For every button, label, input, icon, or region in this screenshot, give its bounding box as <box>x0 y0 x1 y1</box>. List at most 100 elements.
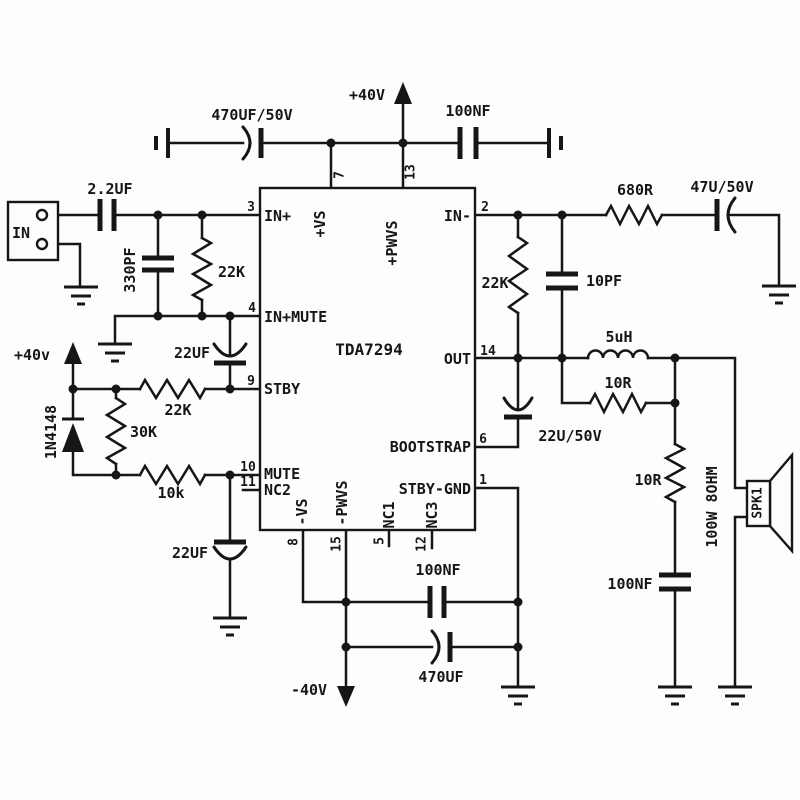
pin-number-9: 9 <box>247 374 255 389</box>
ground-icon <box>213 616 247 637</box>
pin-number-3: 3 <box>247 200 255 215</box>
pin-number-13: 13 <box>404 164 419 180</box>
ground-icon <box>658 685 692 706</box>
cap-100nf-bottom <box>427 586 447 618</box>
pin-number-15: 15 <box>330 536 345 552</box>
resistor-stby-22k <box>138 377 207 401</box>
cap-2-2uf <box>97 199 117 231</box>
pin-name-vs-pos: +VS <box>311 210 329 237</box>
label-r-div: 30K <box>130 423 157 441</box>
pin-number-6: 6 <box>479 432 487 447</box>
input-terminal-top <box>35 208 49 222</box>
speaker-cone-icon <box>768 451 794 555</box>
polarized-capacitors <box>212 125 737 665</box>
input-connector-label: IN <box>12 224 30 242</box>
ground-icon <box>762 284 796 305</box>
pin-name-bootstrap: BOOTSTRAP <box>390 438 471 456</box>
resistor-feedback-22k <box>506 235 530 315</box>
pin-name-vs-neg: -VS <box>293 498 311 525</box>
ground-symbols <box>64 284 796 706</box>
label-r-out1: 10R <box>604 374 632 392</box>
cap-330pf <box>142 255 174 273</box>
pin-name-stby-gnd: STBY-GND <box>399 480 471 498</box>
component-labels: 470UF/50V 100NF 2.2UF 330PF 22K 680R 47U… <box>42 102 754 686</box>
pin-number-8: 8 <box>287 538 302 546</box>
power-labels: +40V +40v -40V <box>14 86 385 699</box>
label-r-in: 22K <box>218 263 245 281</box>
pin-number-5: 5 <box>373 537 388 545</box>
arrow-down-icon <box>337 686 355 707</box>
pin-name-in-mute: IN+MUTE <box>264 308 327 326</box>
ground-icon <box>64 285 98 306</box>
label-c-mute: 22UF <box>172 544 208 562</box>
label-pos-aux: +40v <box>14 346 50 364</box>
label-r-fb: 22K <box>481 274 508 292</box>
ground-icon <box>501 685 535 706</box>
arrow-up-icon <box>64 342 82 364</box>
ic-body <box>258 186 477 532</box>
ic-part-number: TDA7294 <box>335 340 402 359</box>
speaker: SPK1 <box>745 451 794 555</box>
pin-name-mute: MUTE <box>264 465 300 483</box>
wiring <box>45 102 781 689</box>
rail-end-symbols <box>154 128 563 158</box>
pin-name-pwvs-pos: +PWVS <box>383 220 401 265</box>
label-c-fb-out: 47U/50V <box>690 178 753 196</box>
cap-100nf-top <box>457 127 479 159</box>
input-connector: IN <box>6 200 60 262</box>
pin-number-12: 12 <box>415 536 430 552</box>
pin-name-in-plus: IN+ <box>264 207 291 225</box>
pin-number-10: 10 <box>240 460 256 475</box>
capacitors <box>97 127 691 618</box>
pin-name-nc3: NC3 <box>423 501 441 528</box>
label-l-out: 5uH <box>605 328 632 346</box>
resistor-divider-30k <box>104 396 128 466</box>
resistor-input-22k <box>190 236 214 302</box>
arrow-up-icon <box>394 82 412 104</box>
pin-name-in-minus: IN- <box>444 207 471 225</box>
label-c-filter: 330PF <box>121 247 139 292</box>
pin-name-pwvs-neg: -PWVS <box>333 480 351 525</box>
input-terminal-bottom <box>35 237 49 251</box>
inductor-5uh <box>586 349 650 360</box>
label-speaker-rating: 100W 8OHM <box>703 466 721 547</box>
ic-pin-annotations: 3 IN+ 4 IN+MUTE 9 STBY 10 MUTE 11 NC2 7 … <box>240 164 496 552</box>
label-c-bulk-neg: 470UF <box>418 668 463 686</box>
pin-name-nc1: NC1 <box>380 501 398 528</box>
pin-number-1: 1 <box>479 473 487 488</box>
pin-name-nc2: NC2 <box>264 481 291 499</box>
ground-icon <box>718 685 752 706</box>
label-c-boot: 22U/50V <box>538 427 601 445</box>
pin-number-14: 14 <box>480 344 496 359</box>
label-neg-rail: -40V <box>291 681 327 699</box>
pin-name-stby: STBY <box>264 380 300 398</box>
pin-number-4: 4 <box>248 301 256 316</box>
label-c-stby: 22UF <box>174 344 210 362</box>
label-c-comp: 10PF <box>586 272 622 290</box>
cap-10pf <box>546 271 578 291</box>
label-c-dec-neg: 100NF <box>415 561 460 579</box>
resistors <box>104 203 687 504</box>
label-d-clamp: 1N4148 <box>42 405 60 459</box>
label-r-stby: 22K <box>164 401 191 419</box>
label-pos-rail: +40V <box>349 86 385 104</box>
label-r-out2: 10R <box>634 471 662 489</box>
pin-number-11: 11 <box>240 475 256 490</box>
speaker-ref: SPK1 <box>751 487 766 518</box>
supply-arrows <box>64 82 412 707</box>
pin-number-7: 7 <box>333 171 348 179</box>
label-c-bulk-pos: 470UF/50V <box>211 106 292 124</box>
pin-name-out: OUT <box>444 350 471 368</box>
junction-dots <box>68 138 680 652</box>
diode-1n4148 <box>62 417 84 452</box>
cap-100nf-zobel <box>659 572 691 592</box>
resistor-10r-parallel <box>588 391 648 415</box>
label-c-dec-pos: 100NF <box>445 102 490 120</box>
resistor-10r-zobel <box>663 442 687 504</box>
pin-number-2: 2 <box>481 200 489 215</box>
label-c-in: 2.2UF <box>87 180 132 198</box>
resistor-mute-10k <box>138 463 207 487</box>
label-c-zobel: 100NF <box>607 575 652 593</box>
label-r-fb-in: 680R <box>617 181 654 199</box>
